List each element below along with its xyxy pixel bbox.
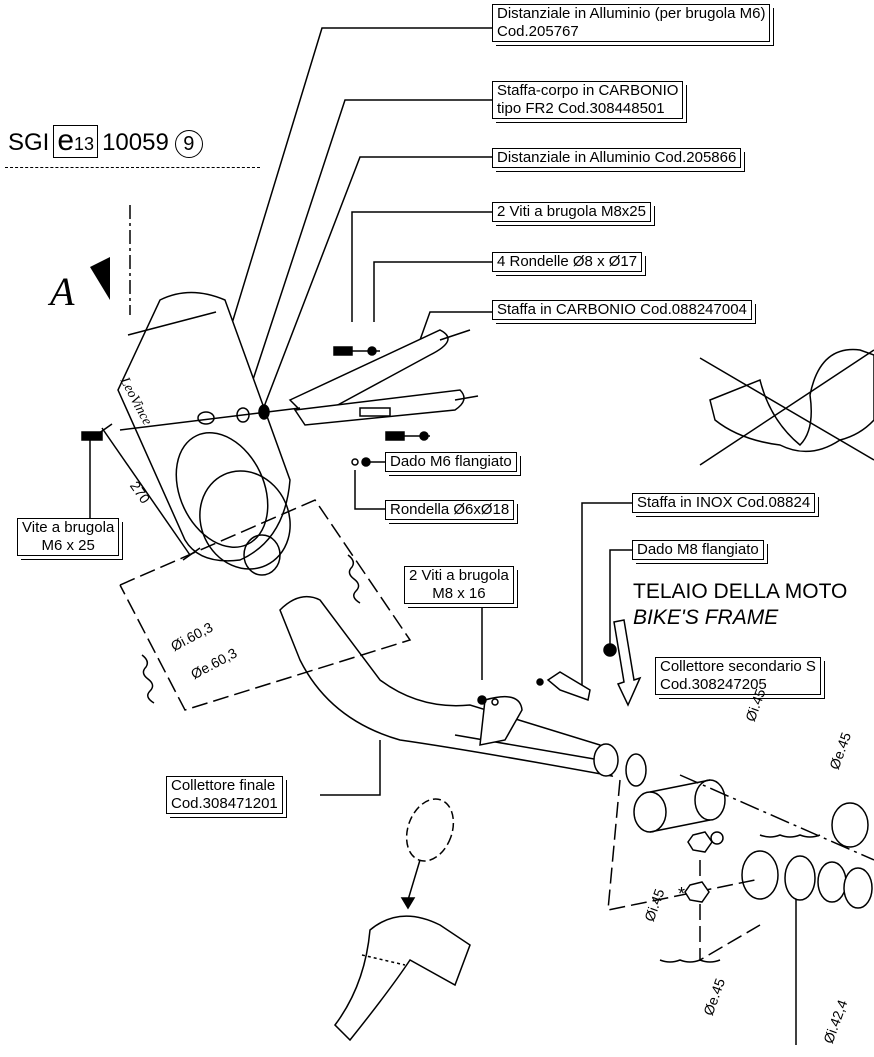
label-screw-m6: Vite a brugola M6 x 25 (17, 518, 120, 556)
label-secondary-collector-line2: Cod.308247205 (660, 676, 767, 693)
label-nut-m8-line1: Dado M8 flangiato (637, 541, 759, 558)
homologation-e-number: 13 (74, 134, 95, 154)
label-secondary-collector-line1: Collettore secondario S (660, 658, 816, 675)
label-screws-m8x25-line1: 2 Viti a brugola M8x25 (497, 203, 646, 220)
label-carbon-bracket: Staffa in CARBONIO Cod.088247004 (492, 300, 752, 320)
homologation-e-letter: e (57, 124, 75, 157)
leader-washers (373, 261, 492, 322)
label-screws-m8x25: 2 Viti a brugola M8x25 (492, 202, 651, 222)
label-final-collector-line2: Cod.308471201 (171, 795, 278, 812)
label-washers-line1: 4 Rondelle Ø8 x Ø17 (497, 253, 638, 270)
homologation-circle: 9 (174, 130, 203, 158)
homologation-e-box: e13 (53, 124, 99, 158)
label-screw-m6-line1: Vite a brugola (22, 519, 115, 536)
label-screws-m8x16-line1: 2 Viti a brugola (409, 567, 509, 584)
dim-star: * (678, 884, 686, 904)
label-screws-m8x16-line2: M8 x 16 (432, 585, 486, 602)
label-spacer-2-line1: Distanziale in Alluminio Cod.205866 (497, 149, 737, 166)
label-screw-m6-line2: M6 x 25 (41, 537, 95, 554)
label-screws-m8x16: 2 Viti a brugola M8 x 16 (404, 566, 514, 604)
label-nut-m6: Dado M6 flangiato (385, 452, 517, 472)
label-final-collector-line1: Collettore finale (171, 777, 276, 794)
label-washer-6-line1: Rondella Ø6xØ18 (390, 501, 510, 518)
homologation-prefix: SGI (8, 129, 50, 156)
label-spacer-m6-line2: Cod.205767 (497, 23, 579, 40)
label-washer-6: Rondella Ø6xØ18 (385, 500, 515, 520)
leader-washer-6 (354, 470, 385, 510)
leader-spacer-m6 (204, 27, 492, 413)
label-final-collector: Collettore finale Cod.308471201 (166, 776, 283, 814)
label-washers: 4 Rondelle Ø8 x Ø17 (492, 252, 643, 272)
label-inox-bracket-line1: Staffa in INOX Cod.08824 (637, 494, 811, 511)
label-body-bracket-line1: Staffa-corpo in CARBONIO (497, 82, 679, 99)
leader-nut-m8 (609, 549, 632, 650)
leader-spacer-2 (261, 156, 492, 413)
label-nut-m6-line1: Dado M6 flangiato (390, 453, 512, 470)
frame-label-en: BIKE'S FRAME (633, 606, 779, 629)
homologation-underline (5, 167, 260, 168)
frame-label-it: TELAIO DELLA MOTO (633, 580, 848, 603)
label-spacer-m6: Distanziale in Alluminio (per brugola M6… (492, 4, 771, 42)
label-body-bracket-line2: tipo FR2 Cod.308448501 (497, 100, 665, 117)
label-inox-bracket: Staffa in INOX Cod.08824 (632, 493, 816, 513)
label-secondary-collector: Collettore secondario S Cod.308247205 (655, 657, 821, 695)
view-marker-arrow-icon (90, 257, 110, 300)
homologation-code: 10059 (102, 129, 169, 156)
label-carbon-bracket-line1: Staffa in CARBONIO Cod.088247004 (497, 301, 747, 318)
leader-inox-bracket (581, 502, 632, 690)
label-nut-m8: Dado M8 flangiato (632, 540, 764, 560)
leader-final-collector (320, 740, 381, 796)
view-marker-a: A (50, 269, 75, 314)
label-spacer-2: Distanziale in Alluminio Cod.205866 (492, 148, 742, 168)
leader-screws-m8x25 (351, 211, 492, 322)
leader-carbon-bracket (419, 311, 492, 341)
silencer-body (117, 291, 291, 576)
label-body-bracket: Staffa-corpo in CARBONIO tipo FR2 Cod.30… (492, 81, 684, 119)
leader-body-bracket (242, 99, 492, 411)
label-spacer-m6-line1: Distanziale in Alluminio (per brugola M6… (497, 5, 766, 22)
